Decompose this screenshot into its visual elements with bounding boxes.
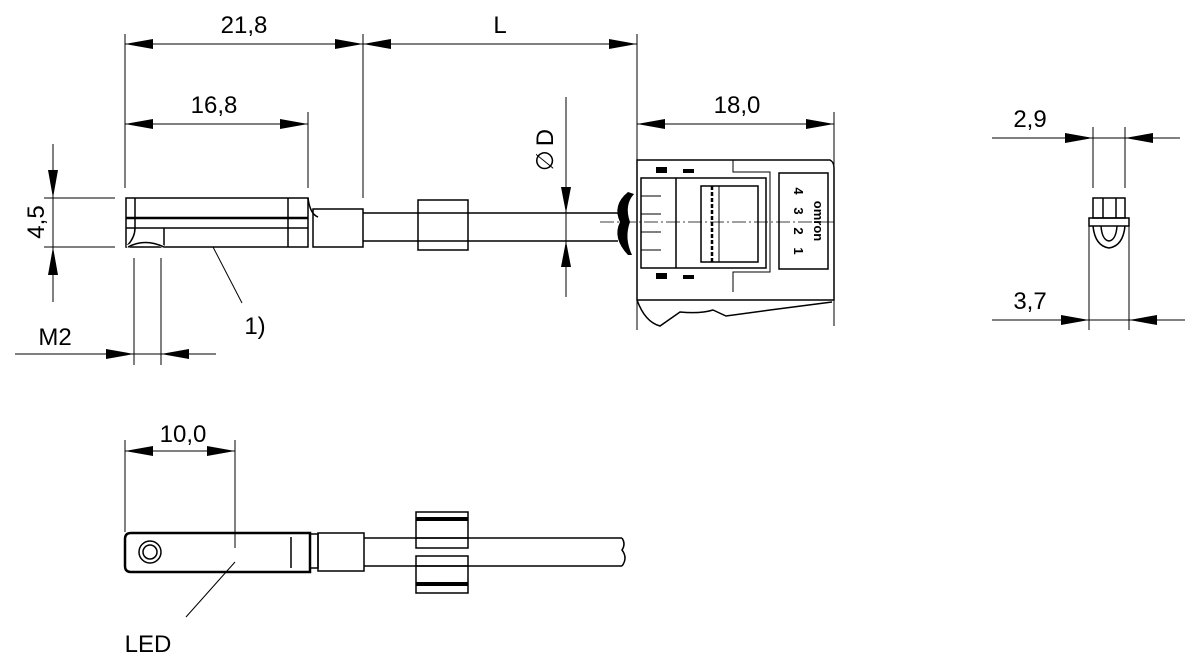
pin-label: 4 (791, 187, 806, 195)
cable-top (364, 511, 626, 594)
dim-led-position: 10,0 (124, 421, 236, 548)
note-marker: 1) (244, 313, 265, 340)
sensor-body-side (125, 197, 364, 249)
dim-label: 21,8 (221, 12, 268, 39)
cable-side (363, 199, 618, 251)
led-leader: LED (125, 561, 236, 658)
dim-top-width: 2,9 (992, 106, 1180, 188)
diameter-symbol: ∅ (532, 150, 559, 171)
end-view: 2,9 3,7 (992, 106, 1185, 330)
pin-label: 1 (791, 247, 806, 254)
dim-label: 2,9 (1013, 106, 1046, 133)
dim-label: 18,0 (714, 92, 761, 119)
dim-label: D (532, 129, 559, 146)
dim-screw: M2 (15, 258, 216, 365)
dim-bottom-width: 3,7 (992, 288, 1185, 325)
dim-label: 3,7 (1013, 288, 1046, 315)
dim-label: 4,5 (23, 205, 50, 238)
dim-body-length: 16,8 (125, 92, 308, 129)
sensor-body-top (123, 531, 365, 574)
note-1-leader: 1) (212, 246, 266, 340)
top-view: 10,0 LED (123, 421, 626, 658)
dim-label: 10,0 (160, 421, 207, 448)
connector: 18,0 omron 4 3 2 1 (600, 92, 835, 327)
side-view: 21,8 L 16,8 4,5 (15, 12, 638, 365)
svg-text:∅D: ∅D (532, 129, 559, 171)
dim-overall-length: 21,8 (125, 12, 363, 49)
pin-label: 3 (791, 207, 806, 214)
dim-label: M2 (38, 324, 71, 351)
connector-brand: omron (811, 201, 826, 242)
dim-label: L (493, 12, 506, 39)
end-profile (1088, 197, 1130, 330)
led-label: LED (125, 631, 172, 658)
dim-height: 4,5 (23, 144, 115, 302)
dim-cable-diameter: ∅D (532, 97, 571, 297)
pin-label: 2 (791, 227, 806, 234)
dim-label: 16,8 (191, 92, 238, 119)
dim-cable-length: L (363, 12, 637, 49)
